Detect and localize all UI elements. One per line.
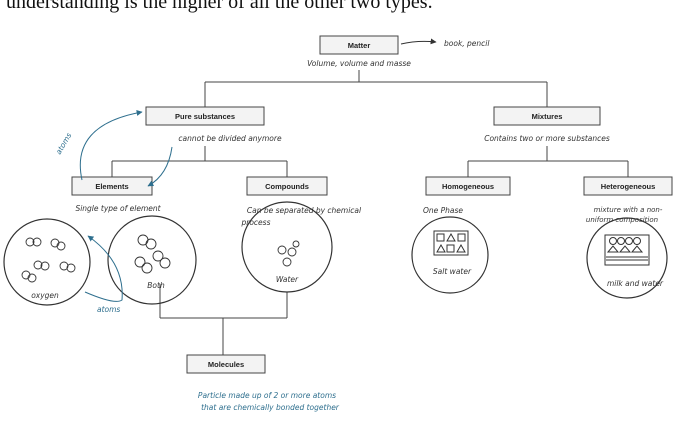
oxygen-circle: oxygen [3, 218, 91, 306]
intro-text: understanding is the higher of all the o… [6, 0, 433, 13]
matter-box [319, 35, 399, 55]
both-label: Both [147, 281, 165, 290]
molecules-note-line2: that are chemically bonded together [201, 403, 340, 412]
milk-water-label: milk and water [607, 279, 664, 288]
atoms-arrow-upper [79, 110, 143, 181]
heterogeneous-label: Heterogeneous [601, 182, 656, 191]
compounds-box [246, 176, 328, 196]
water-label: Water [276, 275, 299, 284]
atoms-arrow-lower [84, 235, 123, 302]
side-note-arrow [400, 38, 437, 45]
pure-substances-label: Pure substances [175, 112, 235, 121]
mixtures-label: Mixtures [532, 112, 563, 121]
elements-note: Single type of element [75, 204, 161, 213]
matter-label: Matter [348, 41, 371, 50]
compounds-note-line2: process [241, 218, 271, 227]
pure-substances-box [145, 106, 265, 126]
molecules-note-line1: Particle made up of 2 or more atoms [198, 391, 336, 400]
compounds-note-line1: Can be separated by chemical [247, 206, 362, 215]
pure-substances-note: cannot be divided anymore [178, 134, 282, 143]
homogeneous-label: Homogeneous [442, 182, 494, 191]
compounds-label: Compounds [265, 182, 309, 191]
oxygen-molecules-icon [21, 237, 76, 283]
heterogeneous-box [583, 176, 673, 196]
molecules-label: Molecules [208, 360, 244, 369]
matter-side-note: book, pencil [444, 39, 490, 48]
mixtures-box [493, 106, 601, 126]
heterogeneous-note-line1: mixture with a non- [594, 206, 663, 214]
salt-water-label: Salt water [433, 267, 472, 276]
elements-arrow [147, 146, 173, 187]
both-circle: Both [107, 215, 197, 305]
elements-label: Elements [95, 182, 128, 191]
molecules-box [186, 354, 266, 374]
nonuniform-particles-icon [604, 234, 650, 266]
homogeneous-note: One Phase [423, 206, 463, 215]
atoms-label-lower: atoms [97, 305, 120, 314]
water-molecule-icon [277, 240, 300, 267]
oxygen-label: oxygen [31, 291, 59, 300]
heterogeneous-note-line2: uniform composition [586, 216, 658, 224]
atoms-label-upper: atoms [54, 131, 74, 156]
matter-note: Volume, volume and masse [307, 59, 411, 68]
mixed-atoms-icon [134, 234, 171, 274]
uniform-particles-icon [433, 230, 469, 256]
homogeneous-box [425, 176, 511, 196]
water-circle: Water [241, 201, 333, 293]
mixtures-note: Contains two or more substances [484, 134, 610, 143]
salt-water-circle: Salt water [411, 216, 489, 294]
milk-water-circle: milk and water [586, 217, 668, 299]
tree-connectors [111, 70, 629, 355]
